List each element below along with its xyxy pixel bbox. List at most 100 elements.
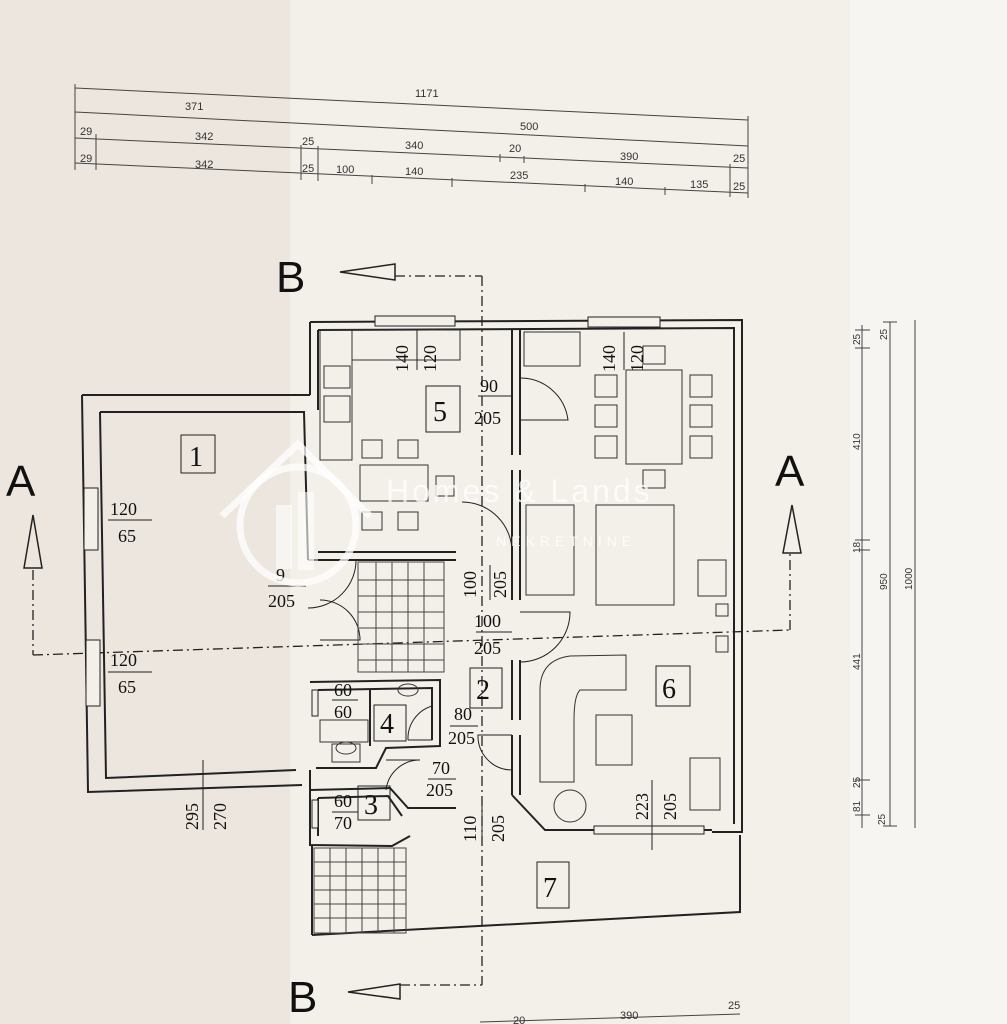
section-arrows-a <box>23 504 802 569</box>
dim-bottom-390: 390 <box>620 1010 638 1022</box>
paper-sheet-right <box>850 0 1007 1024</box>
room-number-5: 5 <box>433 397 447 428</box>
bath-window-width: 60 <box>334 680 352 700</box>
section-arrows-b <box>339 263 401 1000</box>
dim-20: 20 <box>509 143 521 155</box>
dim-bottom-20: 20 <box>513 1015 525 1024</box>
dim-bottom-25: 25 <box>728 1000 740 1012</box>
section-line-b <box>395 275 483 986</box>
right-dimension-text: 25 410 18 441 25 81 25 25 950 1000 <box>852 328 915 825</box>
dim-r-25-bottom: 25 <box>877 813 888 825</box>
opening-labels: 140 120 140 120 90 205 120 65 120 65 9 2… <box>110 345 680 842</box>
stairs <box>313 561 445 934</box>
room-number-2: 2 <box>476 675 490 706</box>
hall-door2-height: 205 <box>474 638 501 658</box>
paper-sheet-center <box>290 0 850 1024</box>
kitchen-window-height: 120 <box>420 345 440 372</box>
hall-door2-width: 100 <box>474 611 501 631</box>
watermark-subtitle-text: NEKRETNINE <box>496 533 636 549</box>
entry-door-height: 205 <box>488 815 508 842</box>
garage-gate-width: 295 <box>182 803 202 830</box>
bathroom-fixtures <box>319 683 419 763</box>
garage-window2-width: 120 <box>110 650 137 670</box>
bath-door-width: 80 <box>454 704 472 724</box>
section-label-a-left: A <box>6 457 36 506</box>
living-door-height: 205 <box>660 793 680 820</box>
entry-door-width: 110 <box>460 816 480 842</box>
watermark-brand-text: Homes & Lands <box>386 473 653 509</box>
right-dimension-lines <box>855 320 916 828</box>
dim-340: 340 <box>405 140 423 152</box>
kitchen-door-width: 90 <box>480 376 498 396</box>
dim-r-950: 950 <box>879 573 890 590</box>
dining-window-width: 140 <box>599 345 619 372</box>
garage-door-height: 205 <box>268 591 295 611</box>
dim-390: 390 <box>620 151 638 163</box>
dim-total-width: 1171 <box>415 88 439 100</box>
dim-r-441: 441 <box>852 653 863 670</box>
wc-door-height: 205 <box>426 780 453 800</box>
garage-window1-height: 65 <box>118 526 136 546</box>
room-number-6: 6 <box>662 674 676 705</box>
section-line-a <box>32 553 791 656</box>
dim-25-right-b: 25 <box>733 181 745 193</box>
room-number-7: 7 <box>543 873 557 904</box>
wc-window-width: 60 <box>334 791 352 811</box>
dim-r-25-outer: 25 <box>879 328 890 340</box>
walls <box>81 318 743 936</box>
kitchen-door-height: 205 <box>474 408 501 428</box>
garage-window1-width: 120 <box>110 499 137 519</box>
kitchen-window-width: 140 <box>392 345 412 372</box>
dim-r-25-top: 25 <box>852 333 863 345</box>
top-dimension-lines <box>74 84 749 198</box>
dim-140: 140 <box>405 166 423 178</box>
dim-29-b: 29 <box>80 153 92 165</box>
dim-342-b: 342 <box>195 159 213 171</box>
top-dimension-text: 1171 371 500 29 342 25 340 20 390 25 29 … <box>80 88 745 193</box>
section-label-a-right: A <box>775 447 805 496</box>
garage-door-width: 9 <box>276 565 285 585</box>
hall-door1-height: 205 <box>490 571 510 598</box>
section-label-b-bottom: B <box>288 973 317 1022</box>
bottom-dimension-fragment: 20 390 25 <box>479 1000 740 1024</box>
dim-25: 25 <box>302 136 314 148</box>
kitchen-furniture <box>319 329 461 531</box>
wc-door-width: 70 <box>432 758 450 778</box>
dim-235: 235 <box>510 170 528 182</box>
room-number-3: 3 <box>364 790 378 821</box>
dining-window-height: 120 <box>627 345 647 372</box>
dim-100: 100 <box>336 164 354 176</box>
dim-25-right: 25 <box>733 153 745 165</box>
dim-r-81: 81 <box>852 800 863 812</box>
dim-r-18: 18 <box>852 541 863 553</box>
dim-r-25-mid: 25 <box>852 776 863 788</box>
section-label-b-top: B <box>276 253 305 302</box>
room-number-boxes <box>180 385 691 909</box>
dim-r-410: 410 <box>852 433 863 450</box>
living-furniture <box>523 331 729 823</box>
dim-140-b: 140 <box>615 176 633 188</box>
room-number-1: 1 <box>189 442 203 473</box>
dim-500: 500 <box>520 121 538 133</box>
room-number-4: 4 <box>380 709 394 740</box>
door-swings <box>307 377 571 791</box>
watermark-logo <box>219 439 373 587</box>
dim-135: 135 <box>690 179 708 191</box>
wc-window-height: 70 <box>334 813 352 833</box>
dim-342: 342 <box>195 131 213 143</box>
dim-25-b: 25 <box>302 163 314 175</box>
room-numbers: 1 2 3 4 5 6 7 <box>189 397 676 904</box>
dim-29: 29 <box>80 126 92 138</box>
dim-371: 371 <box>185 101 203 113</box>
bath-door-height: 205 <box>448 728 475 748</box>
garage-gate-height: 270 <box>210 803 230 830</box>
windows <box>83 315 705 835</box>
dim-r-1000: 1000 <box>904 567 915 590</box>
garage-window2-height: 65 <box>118 677 136 697</box>
hall-door1-width: 100 <box>460 571 480 598</box>
opening-fraction-lines <box>108 330 653 850</box>
living-door-width: 223 <box>632 793 652 820</box>
bath-window-height: 60 <box>334 702 352 722</box>
